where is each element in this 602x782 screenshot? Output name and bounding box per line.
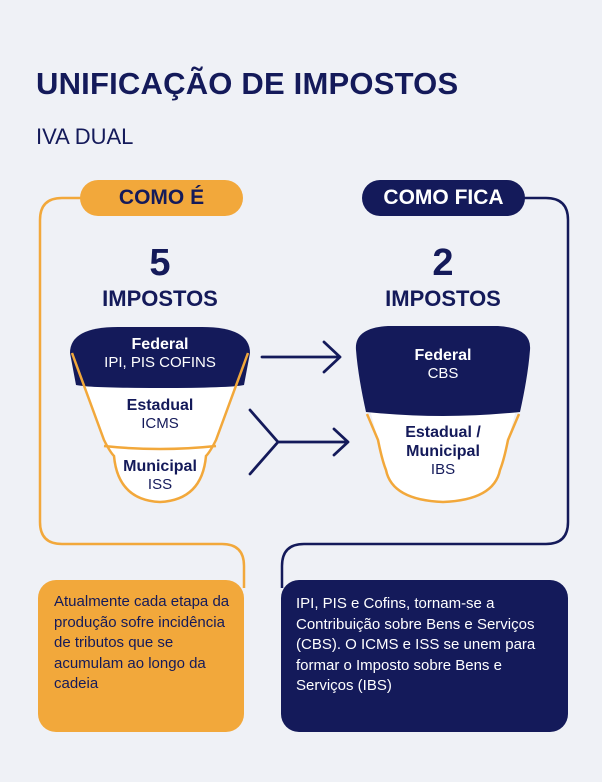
left-level-estadual: Estadual ICMS [90,396,230,433]
left-level-estadual-taxes: ICMS [141,415,179,433]
left-funnel-divider [103,444,217,451]
como-fica-pill: COMO FICA [362,180,525,216]
left-funnel-federal [70,327,250,388]
left-count-label: IMPOSTOS [102,286,218,311]
left-level-municipal-title: Municipal [123,458,197,475]
arrows [248,340,350,476]
right-level-ibs-taxes: IBS [430,461,456,479]
right-funnel-federal [355,326,531,416]
right-funnel-outline [365,413,521,504]
left-level-federal: Federal IPI, PIS COFINS [80,335,240,372]
right-level-federal-taxes: CBS [427,365,459,383]
right-level-estadual-municipal: Estadual / Municipal IBS [373,423,513,479]
right-level-estadual-title: Estadual / [405,424,481,441]
arrow-merge [248,408,350,476]
right-count: 2 [432,242,454,284]
left-count: 5 [149,242,171,284]
left-funnel [70,327,250,504]
como-e-pill: COMO É [80,180,243,216]
left-funnel-outline [70,352,250,504]
right-level-municipal-title: Municipal [406,443,480,461]
page-subtitle: IVA DUAL [36,124,134,149]
right-count-label: IMPOSTOS [385,286,501,311]
left-level-federal-taxes: IPI, PIS COFINS [104,354,216,372]
right-level-federal-title: Federal [414,347,472,364]
left-connector-line [38,196,246,588]
right-funnel [355,326,531,504]
left-level-federal-title: Federal [131,336,189,353]
arrow-top [260,340,342,374]
right-connector-line [280,196,570,588]
left-level-estadual-title: Estadual [126,397,194,414]
right-level-federal: Federal CBS [373,346,513,383]
left-description-box: Atualmente cada etapa da produção sofre … [38,580,244,732]
left-level-municipal: Municipal ISS [100,457,220,494]
left-level-municipal-taxes: ISS [147,476,173,494]
right-description-box: IPI, PIS e Cofins, tornam-se a Contribui… [281,580,568,732]
page-title: UNIFICAÇÃO DE IMPOSTOS [36,66,459,101]
